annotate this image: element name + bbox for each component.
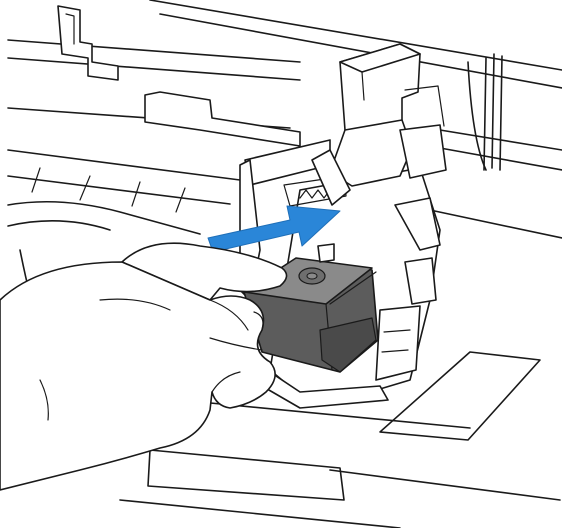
lock-lever	[312, 44, 446, 205]
hand	[0, 243, 287, 490]
